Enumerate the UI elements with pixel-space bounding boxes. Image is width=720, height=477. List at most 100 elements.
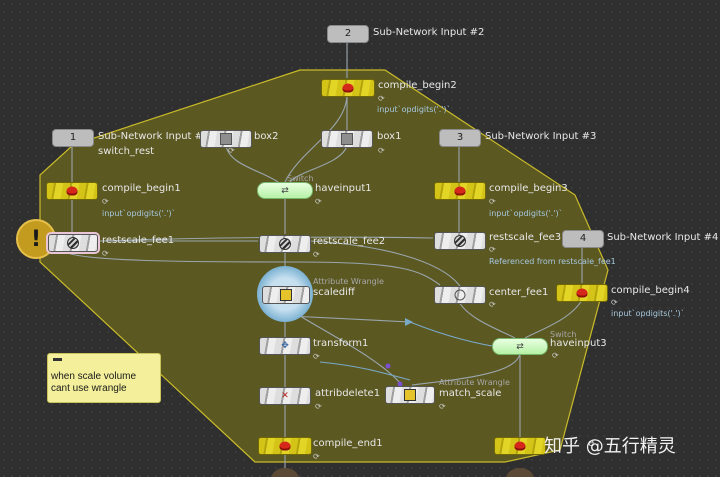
- compile-begin1-param: input`opdigits('.')`: [102, 209, 176, 218]
- wrangle-stripe-icon: [279, 238, 291, 250]
- sub-input-4-label: Sub-Network Input #4: [607, 232, 719, 243]
- wire-dot: [397, 381, 403, 387]
- haveinput3-label: haveinput3: [550, 338, 607, 349]
- compile-begin4-label: compile_begin4: [611, 285, 690, 296]
- compile-icon: [342, 83, 354, 93]
- compile-begin1-flags: ⟳: [102, 197, 110, 206]
- restscale-fee1-label: restscale_fee1: [102, 235, 175, 246]
- box-icon: [341, 133, 353, 145]
- attribdelete1-label: attribdelete1: [315, 388, 381, 399]
- compile-begin4-node[interactable]: [556, 284, 608, 302]
- compile-begin3-label: compile_begin3: [489, 183, 568, 194]
- restscale-fee3-flags: ⟳: [489, 245, 497, 254]
- compile-begin3-param: input`opdigits('.')`: [489, 209, 563, 218]
- scalediff-type: Attribute Wrangle: [313, 277, 384, 286]
- watermark-text: 知乎 @五行精灵: [544, 436, 676, 457]
- compile-block-boundary: [39, 69, 609, 463]
- box2-node[interactable]: [200, 130, 252, 148]
- compile-end2-label: e: [588, 438, 595, 449]
- transform-icon: ✥: [281, 341, 289, 351]
- compile-end1-label: compile_end1: [313, 438, 383, 449]
- compile-begin4-flags: ⟳: [611, 298, 619, 307]
- wire-group: [61, 42, 583, 477]
- compile-begin1-label: compile_begin1: [102, 183, 181, 194]
- sub-input-4-node[interactable]: 4: [562, 230, 604, 248]
- sub-input-2-label: Sub-Network Input #2: [373, 27, 485, 38]
- center-fee1-node[interactable]: [434, 286, 486, 304]
- compile-end1-flags: ⟳: [313, 452, 321, 461]
- haveinput3-type: Switch: [550, 330, 577, 339]
- transform1-label: transform1: [313, 338, 369, 349]
- compile-begin1-node[interactable]: [46, 182, 98, 200]
- sticky-note-text: when scale volume cant use wrangle: [51, 371, 137, 394]
- haveinput1-flags: ⟳: [315, 197, 323, 206]
- wrangle-stripe-icon: [454, 235, 466, 247]
- box-icon: [220, 133, 232, 145]
- wrangle-icon: [404, 389, 416, 401]
- wrangle-stripe-icon: [67, 237, 79, 249]
- match-scale-label: match_scale: [439, 388, 502, 399]
- compile-end1-node[interactable]: [258, 437, 312, 455]
- box1-node[interactable]: [321, 130, 373, 148]
- wire-arrow: [405, 318, 413, 326]
- restscale-fee3-label: restscale_fee3: [489, 232, 562, 243]
- haveinput3-node[interactable]: ⇄: [492, 338, 548, 355]
- sub-input-1-sub: switch_rest: [98, 146, 155, 157]
- box1-flags: ⟳: [378, 146, 386, 155]
- sub-input-3-node[interactable]: 3: [439, 129, 481, 147]
- restscale-fee3-reference: Referenced from restscale_fee1: [489, 257, 616, 266]
- restscale-fee3-node[interactable]: [434, 232, 486, 250]
- center-fee1-label: center_fee1: [489, 287, 549, 298]
- compile-icon: [279, 441, 291, 451]
- match-scale-type: Attribute Wrangle: [439, 378, 510, 387]
- compile-begin2-label: compile_begin2: [378, 80, 457, 91]
- compile-begin3-flags: ⟳: [489, 197, 497, 206]
- delete-icon: ✕: [281, 391, 289, 401]
- sub-input-2-node[interactable]: 2: [327, 25, 369, 43]
- sub-input-1-node[interactable]: 1: [52, 129, 94, 147]
- sub-input-3-label: Sub-Network Input #3: [485, 131, 597, 142]
- switch-icon: ⇄: [281, 185, 289, 196]
- compile-icon: [514, 441, 526, 451]
- compile-icon: [454, 186, 466, 196]
- sub-input-1-label: Sub-Network Input #1: [98, 131, 210, 142]
- transform1-node[interactable]: ✥: [259, 337, 311, 355]
- restscale-fee2-label: restscale_fee2: [313, 236, 386, 247]
- haveinput3-flags: ⟳: [552, 351, 560, 360]
- sticky-note[interactable]: when scale volume cant use wrangle: [47, 353, 161, 403]
- output-connector: [505, 468, 535, 477]
- haveinput1-type: Switch: [287, 174, 314, 183]
- attribdelete1-node[interactable]: ✕: [259, 387, 311, 405]
- compile-begin4-param: input`opdigits('.')`: [611, 309, 685, 318]
- match-scale-flags: ⟳: [439, 402, 447, 411]
- restscale-fee2-node[interactable]: [259, 235, 311, 253]
- compile-begin2-param: input`opdigits('.')`: [377, 105, 451, 114]
- wrangle-icon: [280, 289, 292, 301]
- box2-flags: ⟳: [228, 146, 236, 155]
- compile-end2-node[interactable]: [494, 437, 546, 455]
- compile-begin2-node[interactable]: [321, 79, 375, 97]
- restscale-fee1-node[interactable]: [46, 232, 100, 254]
- restscale-fee1-flags: ⟳: [102, 249, 110, 258]
- center-icon: [454, 289, 466, 301]
- wire-dot: [385, 363, 391, 369]
- compile-begin3-node[interactable]: [434, 182, 486, 200]
- haveinput1-node[interactable]: ⇄: [257, 182, 313, 199]
- switch-icon: ⇄: [516, 341, 524, 352]
- compile-begin2-flags: ⟳: [378, 94, 386, 103]
- output-connector: [270, 468, 300, 477]
- scalediff-node[interactable]: [262, 286, 310, 304]
- box2-label: box2: [254, 131, 279, 142]
- match-scale-node[interactable]: [385, 386, 435, 404]
- box1-label: box1: [377, 131, 402, 142]
- attribdelete1-flags: ⟳: [315, 402, 323, 411]
- blue-wire: [319, 361, 411, 381]
- sticky-note-collapse-icon[interactable]: [53, 358, 62, 361]
- compile-icon: [66, 186, 78, 196]
- transform1-flags: ⟳: [313, 352, 321, 361]
- haveinput1-label: haveinput1: [315, 183, 372, 194]
- scalediff-label: scalediff: [313, 287, 355, 298]
- restscale-fee2-flags: ⟳: [313, 250, 321, 259]
